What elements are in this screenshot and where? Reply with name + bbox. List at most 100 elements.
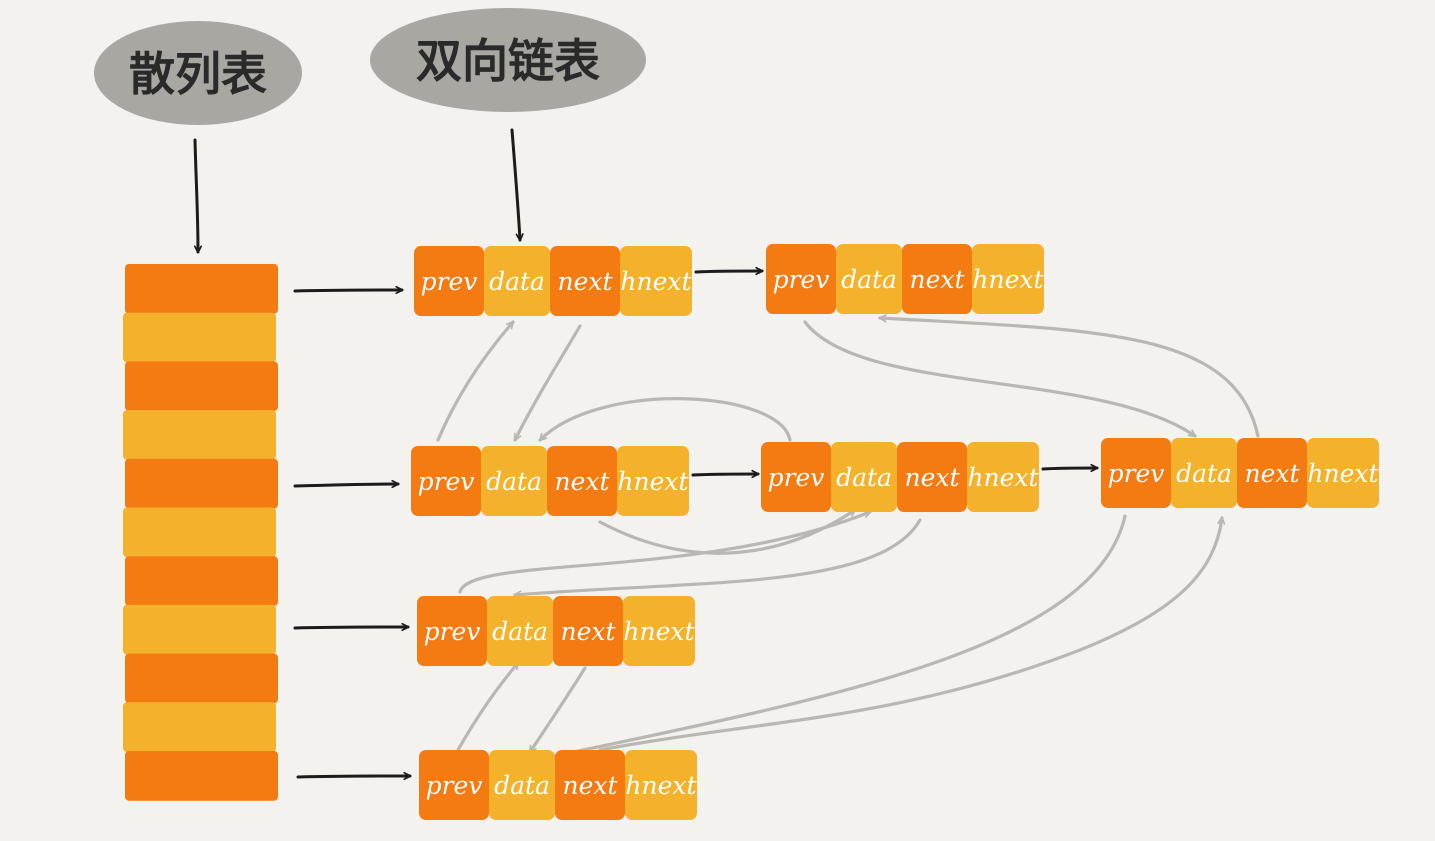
node-field-next: [555, 750, 625, 820]
hash-slot: [123, 604, 276, 655]
node-field-label: prev: [426, 771, 483, 800]
hash-table-label-text: 散列表: [129, 47, 267, 101]
node-field-label: prev: [418, 467, 475, 496]
hash-slot: [125, 556, 278, 606]
node-field-label: data: [836, 463, 892, 492]
node-field-label: next: [909, 265, 965, 294]
node-field-hnext: [623, 596, 695, 666]
hnext-arrow: [1041, 463, 1099, 473]
dll-arrow: [878, 314, 1260, 438]
doubly-linked-list-label: 双向链表: [370, 8, 646, 112]
node-field-prev: [411, 446, 481, 516]
node-field-label: hnext: [623, 617, 695, 646]
doubly-linked-list-bubble: [370, 8, 646, 112]
node-field-data: [831, 442, 897, 512]
node-field-prev: [419, 750, 489, 820]
dll-arrow: [513, 324, 582, 442]
node-field-hnext: [972, 244, 1044, 314]
node-field-label: data: [494, 771, 550, 800]
node-field-label: prev: [421, 267, 478, 296]
node-field-label: next: [554, 467, 610, 496]
node-field-next: [550, 246, 620, 316]
node-field-next: [553, 596, 623, 666]
hnext-arrow: [694, 266, 764, 276]
dll-arrow: [458, 510, 872, 594]
node-field-label: hnext: [1307, 459, 1379, 488]
hash-slot: [125, 458, 278, 509]
hash-table-bubble: [94, 21, 302, 125]
hnext-arrow: [691, 469, 760, 479]
hash-slot: [125, 653, 278, 704]
hash-table-pointer-arrow: [193, 138, 203, 254]
node-field-hnext: [1307, 438, 1379, 508]
dll-arrow: [456, 661, 520, 752]
node-field-hnext: [625, 750, 697, 820]
node-field-data: [1171, 438, 1237, 508]
hash-slot: [123, 702, 276, 752]
node-field-label: next: [904, 463, 960, 492]
node-field-label: hnext: [972, 265, 1044, 294]
node-field-label: prev: [1108, 459, 1165, 488]
node-field-data: [484, 246, 550, 316]
node-field-label: hnext: [967, 463, 1039, 492]
dll-arrow: [598, 508, 857, 555]
node-field-label: data: [1176, 459, 1232, 488]
node-field-label: prev: [424, 617, 481, 646]
hash-slot: [123, 312, 276, 363]
dll-arrow: [598, 516, 1226, 752]
node-field-data: [481, 446, 547, 516]
node-field-data: [489, 750, 555, 820]
node-field-label: prev: [768, 463, 825, 492]
node-field-label: next: [1244, 459, 1300, 488]
pointer-arrows: [293, 266, 1099, 781]
dll-arrow: [543, 514, 1127, 761]
node-field-label: data: [489, 267, 545, 296]
linked-list-pointer-arrow: [510, 128, 524, 242]
dll-arrow: [436, 320, 515, 442]
node-field-label: next: [560, 617, 616, 646]
node-field-label: hnext: [617, 467, 689, 496]
node-field-label: data: [841, 265, 897, 294]
node-field-next: [547, 446, 617, 516]
doubly-linked-list-label-text: 双向链表: [416, 34, 600, 88]
node-field-label: next: [557, 267, 613, 296]
node-field-prev: [761, 442, 831, 512]
node-field-next: [897, 442, 967, 512]
slot-to-chain-arrow: [293, 479, 400, 489]
hash-table-column: [123, 264, 278, 801]
hash-slot: [125, 751, 278, 801]
node-field-next: [902, 244, 972, 314]
slot-to-chain-arrow: [296, 771, 412, 781]
node-field-data: [487, 596, 553, 666]
dll-arrow: [513, 518, 922, 599]
node-field-label: data: [486, 467, 542, 496]
doubly-linked-list-arrows: [436, 314, 1260, 761]
node-field-prev: [1101, 438, 1171, 508]
hash-slot: [125, 361, 278, 412]
node-field-prev: [414, 246, 484, 316]
node-field-prev: [766, 244, 836, 314]
dll-arrow: [528, 666, 587, 754]
node-field-hnext: [617, 446, 689, 516]
slot-to-chain-arrow: [293, 285, 404, 295]
hash-slot: [123, 507, 276, 558]
node-field-label: prev: [773, 265, 830, 294]
dll-arrow: [803, 320, 1197, 438]
node-field-data: [836, 244, 902, 314]
dll-arrow: [538, 397, 792, 442]
node-field-next: [1237, 438, 1307, 508]
node-field-hnext: [967, 442, 1039, 512]
slot-to-chain-arrow: [293, 622, 410, 632]
node-field-prev: [417, 596, 487, 666]
hash-slot: [125, 264, 278, 314]
